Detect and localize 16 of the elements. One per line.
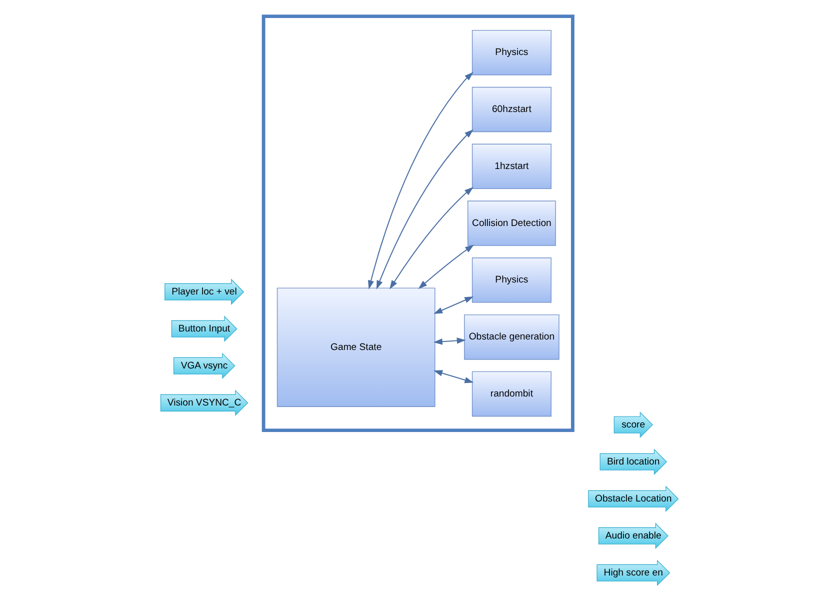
node-box: randombit — [471, 371, 551, 417]
node-box: Physics — [471, 30, 551, 76]
node-box: Physics — [471, 258, 551, 303]
cluster — [261, 14, 574, 432]
node-box: 1hzstart — [471, 144, 551, 190]
arrow — [433, 296, 474, 314]
node-box: Game State — [276, 288, 435, 407]
node-box: Obstacle generation — [464, 314, 559, 360]
arrow — [418, 244, 474, 289]
arrow — [389, 187, 473, 290]
node-box: 60hzstart — [471, 86, 551, 132]
arrow — [433, 370, 474, 384]
arrow — [432, 338, 466, 345]
arrow — [376, 129, 473, 290]
arrow — [367, 72, 473, 290]
node-box: Collision Detection — [466, 200, 556, 246]
